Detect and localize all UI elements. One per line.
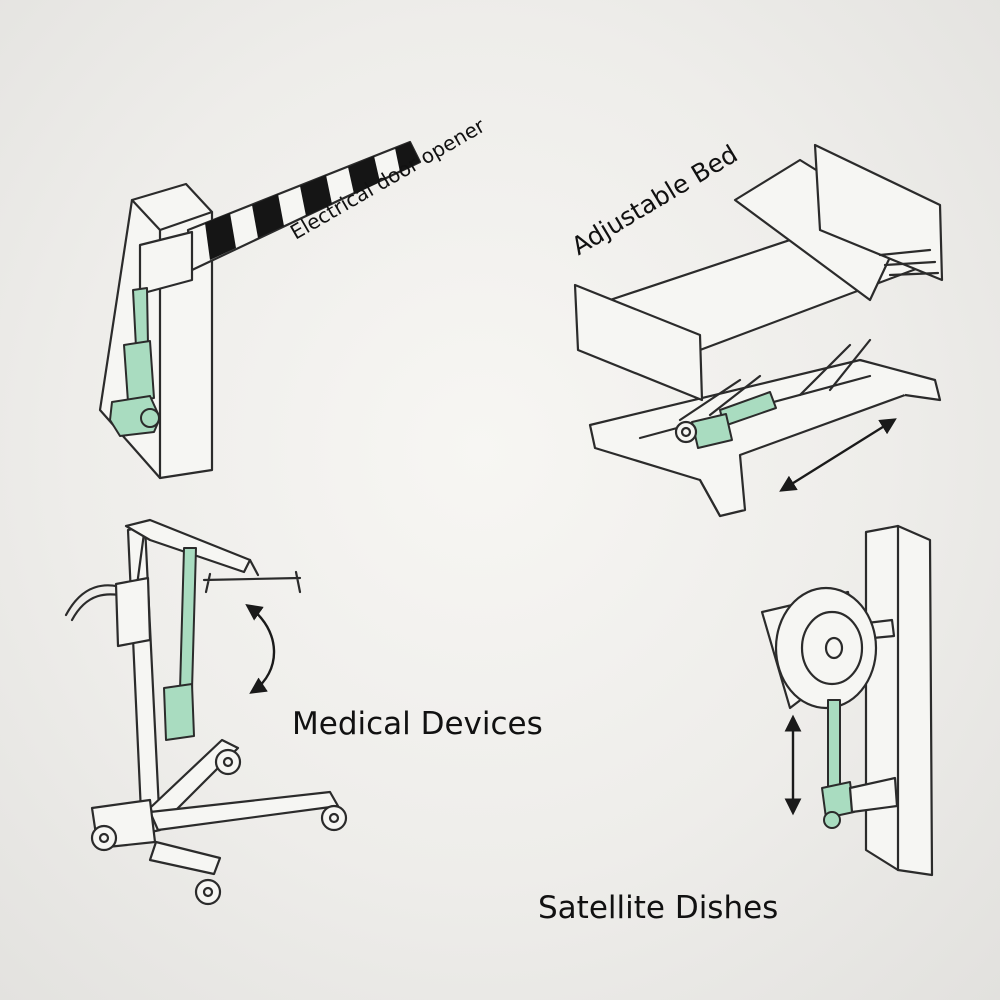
- barrier-arm: [188, 142, 420, 270]
- satellite-drawing: [762, 526, 932, 875]
- lift-swing-arrow: [248, 606, 274, 692]
- label-satellite-dishes: Satellite Dishes: [538, 890, 778, 926]
- lift-actuator: [164, 548, 196, 740]
- label-medical-devices: Medical Devices: [292, 706, 543, 742]
